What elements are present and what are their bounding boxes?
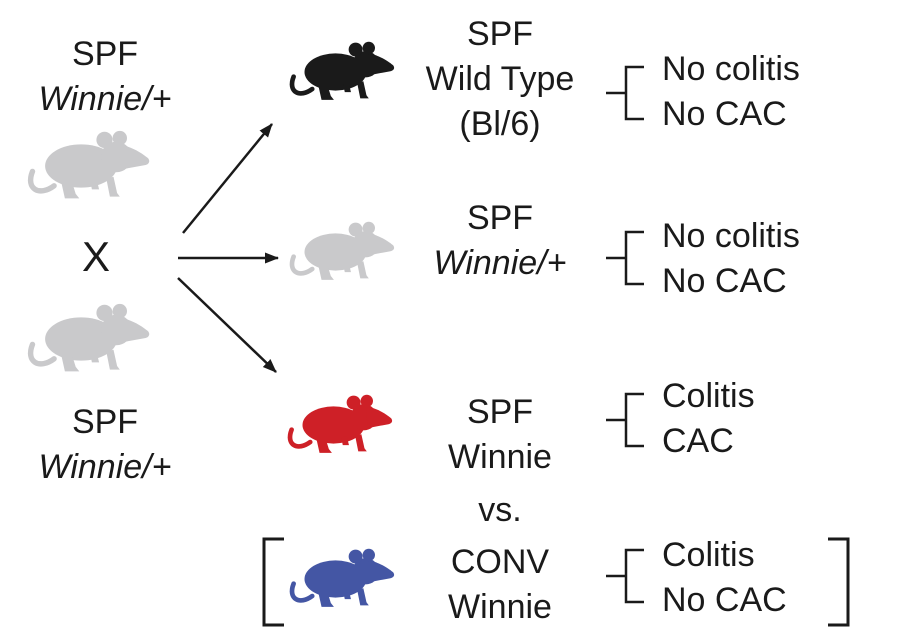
outcomes-spf-winnie-het: No colitis No CAC	[662, 214, 800, 304]
parent-top-genotype: Winnie/+	[38, 80, 172, 118]
outcomes-conv-winnie: Colitis No CAC	[662, 533, 787, 623]
outcome-line: No CAC	[662, 95, 787, 133]
arrow-to-winnie	[177, 277, 277, 373]
black-mouse-icon	[289, 40, 399, 104]
outcome-bracket-icon	[606, 230, 644, 286]
group-genotype: Winnie	[448, 588, 552, 626]
group-condition: SPF	[466, 15, 534, 53]
versus-label: vs.	[478, 491, 522, 529]
group-genotype: Winnie	[448, 438, 552, 476]
outcome-line: No CAC	[662, 262, 787, 300]
outcome-line: Colitis	[662, 377, 755, 415]
gray-mouse-icon	[289, 220, 399, 284]
red-mouse-icon	[287, 393, 397, 457]
outcome-bracket-icon	[606, 392, 644, 448]
outcome-line: No colitis	[662, 217, 800, 255]
parent-bottom-label: SPF Winnie/+	[20, 400, 190, 490]
outcome-bracket-icon	[606, 548, 644, 604]
outcome-line: CAC	[662, 422, 734, 460]
group-genotype: Wild Type	[425, 60, 575, 98]
cross-symbol: X	[81, 233, 110, 280]
group-condition: CONV	[450, 543, 550, 581]
parent-top-label: SPF Winnie/+	[20, 32, 190, 122]
outcome-line: No CAC	[662, 581, 787, 619]
outcomes-spf-wild-type: No colitis No CAC	[662, 47, 800, 137]
outcomes-spf-winnie: Colitis CAC	[662, 374, 755, 464]
group-genotype: Winnie/+	[433, 244, 567, 282]
group-label-spf-winnie: SPF Winnie	[390, 390, 610, 480]
outcome-line: No colitis	[662, 50, 800, 88]
arrow-to-wild-type	[182, 123, 273, 234]
big-right-bracket-icon	[828, 537, 850, 627]
parent-bottom-genotype: Winnie/+	[38, 448, 172, 486]
outcome-line: Colitis	[662, 536, 755, 574]
group-strain: (Bl/6)	[459, 105, 541, 143]
group-condition: SPF	[466, 199, 534, 237]
parent-bottom-condition: SPF	[71, 403, 139, 441]
group-condition: SPF	[466, 393, 534, 431]
parent-top-condition: SPF	[71, 35, 139, 73]
outcome-bracket-icon	[606, 65, 644, 121]
group-label-conv-winnie: CONV Winnie	[390, 540, 610, 630]
blue-mouse-icon	[289, 547, 399, 611]
big-left-bracket-icon	[262, 537, 284, 627]
group-label-spf-winnie-het: SPF Winnie/+	[390, 196, 610, 286]
group-label-spf-wild-type: SPF Wild Type (Bl/6)	[390, 12, 610, 147]
